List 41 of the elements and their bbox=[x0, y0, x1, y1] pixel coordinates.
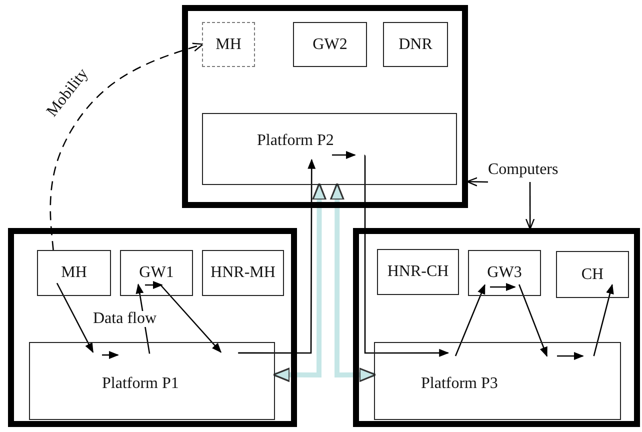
arrow bbox=[364, 154, 450, 357]
node-label: Platform P1 bbox=[102, 376, 179, 392]
arrow bbox=[160, 284, 222, 353]
arrow bbox=[56, 282, 94, 354]
arrow bbox=[525, 182, 535, 230]
platform-box bbox=[29, 342, 275, 420]
node-label: GW3 bbox=[487, 265, 522, 281]
node-label: MH bbox=[61, 265, 87, 281]
node-label: Platform P2 bbox=[257, 133, 334, 149]
double-arrow bbox=[272, 182, 326, 382]
arrow bbox=[593, 284, 614, 356]
host-box bbox=[293, 22, 367, 67]
computer-frame bbox=[182, 5, 468, 208]
node-label: DNR bbox=[398, 36, 432, 52]
annotation-text: Data flow bbox=[93, 311, 157, 327]
computer-frame bbox=[353, 228, 640, 427]
host-box bbox=[468, 250, 541, 296]
host-box bbox=[202, 250, 284, 296]
arrow bbox=[466, 177, 488, 186]
node-label: GW2 bbox=[312, 36, 348, 52]
node-label: Platform P3 bbox=[421, 376, 498, 392]
host-box bbox=[377, 249, 459, 295]
node-label: GW1 bbox=[139, 265, 174, 281]
arrow bbox=[518, 284, 548, 357]
host-box bbox=[120, 250, 193, 296]
arrow bbox=[454, 284, 486, 356]
node-label: MH bbox=[216, 36, 242, 52]
node-label: HNR-CH bbox=[387, 264, 449, 280]
platform-box bbox=[374, 342, 621, 420]
node-label: HNR-MH bbox=[210, 265, 276, 281]
double-arrow bbox=[330, 182, 376, 382]
host-box bbox=[383, 22, 448, 67]
arrow bbox=[238, 158, 316, 354]
dashed-arrow bbox=[50, 42, 204, 250]
host-box bbox=[37, 250, 111, 296]
platform-box bbox=[202, 113, 457, 185]
host-box bbox=[556, 251, 629, 298]
computer-frame bbox=[8, 228, 297, 427]
node-label: CH bbox=[581, 266, 604, 282]
host-box bbox=[202, 22, 255, 67]
annotation-text: Computers bbox=[488, 162, 558, 178]
